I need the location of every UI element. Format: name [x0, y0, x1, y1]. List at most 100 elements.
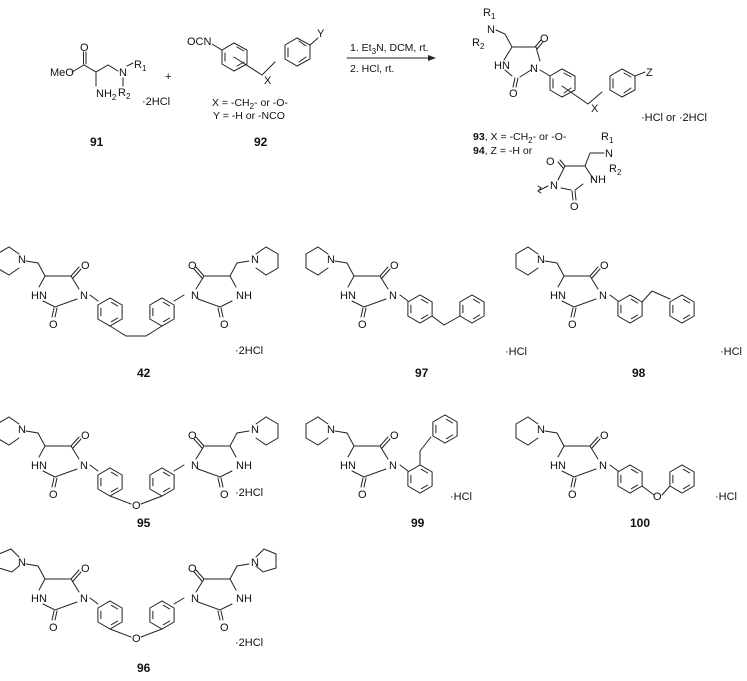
carbonyl-o-label: O	[188, 563, 197, 575]
n-label: N	[18, 424, 26, 436]
carbonyl-o-label: O	[188, 430, 197, 442]
imide-n-label: N	[599, 460, 607, 472]
carbonyl-o-label: O	[188, 260, 197, 272]
hn-label: HN	[31, 460, 47, 472]
compound-96-structure: N O HN O N O N O NH O N ·2HCl 96	[0, 548, 277, 675]
r2-label-prod: R2	[472, 37, 485, 51]
ether-o-label: O	[132, 500, 141, 512]
o-label-sub-1: O	[546, 156, 555, 168]
hn-label: HN	[340, 460, 356, 472]
n-label-sub: N	[605, 148, 613, 160]
imide-n-label: N	[191, 593, 199, 605]
salt-42: ·2HCl	[235, 345, 263, 357]
salt-99: ·HCl	[450, 491, 472, 503]
compound-label-95: 95	[137, 516, 151, 530]
n-label: N	[18, 557, 26, 569]
compound-label-98: 98	[632, 366, 646, 380]
condition-step-1: 1. Et3N, DCM, rt.	[350, 42, 429, 56]
n-label-sub-2: N	[550, 180, 558, 192]
compound-label-99: 99	[411, 516, 425, 530]
n-label: N	[537, 254, 545, 266]
carbonyl-o-label: O	[220, 622, 229, 634]
salt-91: ·2HCl	[142, 96, 170, 108]
amine-n-label: N	[119, 67, 127, 79]
x-definition-92: X = -CH2- or -O-	[212, 97, 288, 111]
carbonyl-o-label: O	[358, 319, 367, 331]
carbonyl-o-label: O	[81, 260, 90, 272]
ether-o-label: O	[132, 633, 141, 645]
carbonyl-o-label: O	[390, 430, 399, 442]
y-definition-92: Y = -H or -NCO	[213, 110, 285, 122]
product-93-94-structure: R1 N R2 O HN N O X Z ·HCl or ·2HCl 93, X…	[472, 7, 707, 213]
n-label: N	[327, 424, 335, 436]
carbonyl-o-label: O	[358, 489, 367, 501]
n-label: N	[251, 557, 259, 569]
nh-label: NH	[236, 593, 252, 605]
carbonyl-o-label: O	[49, 489, 58, 501]
hn-label: HN	[550, 290, 566, 302]
ether-o-label: O	[653, 491, 662, 503]
imide-n-label: N	[599, 290, 607, 302]
x-label-92: X	[264, 75, 272, 87]
condition-step-2: 2. HCl, rt.	[350, 63, 394, 75]
n-label: N	[537, 424, 545, 436]
ocn-label: OCN	[187, 36, 212, 48]
carbonyl-o-label: O	[220, 319, 229, 331]
nh-label: NH	[236, 290, 252, 302]
compound-91-structure: MeO O NH2 N R1 R2 ·2HCl 91	[50, 42, 170, 149]
n-label: N	[251, 424, 259, 436]
carbonyl-o-label: O	[390, 260, 399, 272]
compound-99-structure: N O HN O N ·HCl 99	[305, 414, 472, 530]
plus-sign: +	[165, 71, 171, 83]
meo-label: MeO	[50, 67, 74, 79]
imide-n-label: N	[80, 460, 88, 472]
y-label-92: Y	[317, 28, 325, 40]
imide-n-label: N	[80, 593, 88, 605]
r1-label-sub: R1	[601, 131, 614, 145]
x-label-prod: X	[591, 103, 599, 115]
carbonyl-o-label: O	[49, 319, 58, 331]
compound-label-92: 92	[254, 135, 268, 149]
carbonyl-o-label: O	[600, 430, 609, 442]
carbonyl-o-label: O	[49, 622, 58, 634]
imide-n-label: N	[389, 460, 397, 472]
r1-label: R1	[134, 59, 147, 73]
imide-n-label: N	[191, 290, 199, 302]
r2-label: R2	[118, 87, 131, 101]
carbonyl-o-label: O	[81, 430, 90, 442]
hn-label: HN	[550, 460, 566, 472]
compound-label-91: 91	[90, 135, 104, 149]
o-label-prod-2: O	[509, 88, 518, 100]
definition-94: 94, Z = -H or	[473, 145, 533, 157]
salt-100: ·HCl	[715, 491, 737, 503]
nh2-label: NH2	[96, 88, 117, 102]
r2-label-sub: R2	[609, 163, 622, 177]
salt-96: ·2HCl	[235, 637, 263, 649]
carbonyl-o-label: O	[80, 42, 89, 54]
compound-label-96: 96	[137, 661, 151, 675]
hn-label-prod: HN	[494, 60, 510, 72]
hn-label: HN	[31, 290, 47, 302]
imide-n-label: N	[191, 460, 199, 472]
reaction-arrow: 1. Et3N, DCM, rt. 2. HCl, rt.	[346, 42, 436, 75]
salt-95: ·2HCl	[235, 487, 263, 499]
imide-n-label: N	[80, 290, 88, 302]
hn-label: HN	[340, 290, 356, 302]
carbonyl-o-label: O	[220, 489, 229, 501]
carbonyl-o-label: O	[568, 489, 577, 501]
carbonyl-o-label: O	[81, 563, 90, 575]
carbonyl-o-label: O	[568, 319, 577, 331]
carbonyl-o-label: O	[600, 260, 609, 272]
compound-library: NOHNONNONHON·2HCl42NOHNON·HCl97NOHNON·HC…	[0, 246, 742, 675]
n-label-prod: N	[487, 24, 495, 36]
nh-label-sub: NH	[590, 174, 606, 186]
o-label-prod-1: O	[540, 33, 549, 45]
n-imide-label-prod: N	[530, 63, 538, 75]
salt-97: ·HCl	[505, 346, 527, 358]
r1-label-prod: R1	[483, 7, 496, 21]
hn-label: HN	[31, 593, 47, 605]
